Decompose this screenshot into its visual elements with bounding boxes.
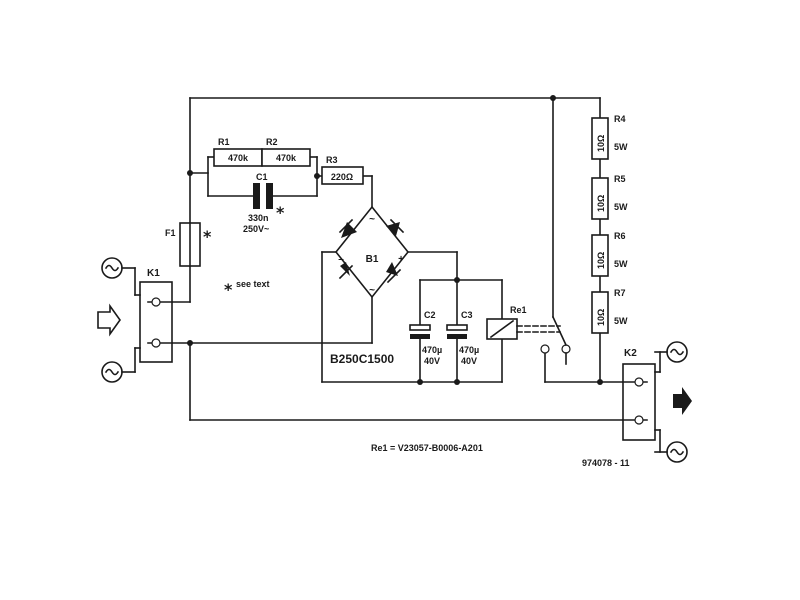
resistor-r6: 10Ω R6 5W: [591, 231, 628, 277]
svg-text:470µ: 470µ: [422, 345, 442, 355]
svg-text:C1: C1: [256, 172, 268, 182]
svg-text:10Ω: 10Ω: [596, 252, 606, 269]
svg-text:R1: R1: [218, 137, 230, 147]
svg-text:B250C1500: B250C1500: [330, 352, 394, 366]
svg-text:~: ~: [369, 285, 375, 296]
svg-text:R4: R4: [614, 114, 626, 124]
svg-text:470k: 470k: [228, 153, 249, 163]
svg-text:R3: R3: [326, 155, 338, 165]
resistor-r2: 470k R2: [261, 137, 311, 167]
relay-part-caption: Re1 = V23057-B0006-A201: [371, 443, 483, 453]
svg-text:R6: R6: [614, 231, 626, 241]
junctions: [187, 95, 603, 385]
figure-number: 974078 - 11: [582, 458, 630, 468]
svg-text:C3: C3: [461, 310, 473, 320]
svg-text:250V~: 250V~: [243, 224, 269, 234]
resistor-r5: 10Ω R5 5W: [591, 174, 628, 220]
resistor-r4: 10Ω R4 5W: [591, 114, 628, 160]
svg-text:+: +: [398, 254, 404, 265]
capacitor-c3: C3 470µ 40V: [446, 310, 479, 366]
svg-text:*: *: [276, 203, 285, 222]
svg-text:K1: K1: [147, 268, 160, 279]
relay-re1: Re1: [486, 305, 571, 365]
svg-text:R5: R5: [614, 174, 626, 184]
resistor-r1: 470k R1: [213, 137, 263, 167]
capacitor-c1: C1 330n 250V~ *: [243, 172, 285, 234]
svg-text:R7: R7: [614, 288, 626, 298]
bridge-rectifier-b1: B1 – + ~ ~ B250C1500: [330, 205, 410, 366]
svg-text:220Ω: 220Ω: [331, 172, 353, 182]
svg-text:470k: 470k: [276, 153, 297, 163]
svg-text:5W: 5W: [614, 202, 628, 212]
svg-text:*: *: [203, 227, 212, 246]
svg-text:470µ: 470µ: [459, 345, 479, 355]
svg-text:*: *: [224, 280, 233, 299]
svg-text:B1: B1: [366, 254, 379, 265]
svg-text:10Ω: 10Ω: [596, 309, 606, 326]
fuse-f1: F1 *: [165, 222, 212, 267]
resistor-r3: 220Ω R3: [321, 155, 364, 185]
resistor-r7: 10Ω R7 5W: [591, 288, 628, 334]
svg-text:5W: 5W: [614, 316, 628, 326]
svg-text:~: ~: [369, 214, 375, 225]
svg-text:R2: R2: [266, 137, 278, 147]
svg-text:330n: 330n: [248, 213, 269, 223]
svg-text:40V: 40V: [424, 356, 440, 366]
svg-text:40V: 40V: [461, 356, 477, 366]
svg-text:K2: K2: [624, 348, 637, 359]
connector-k2: K2: [622, 341, 692, 463]
svg-text:5W: 5W: [614, 142, 628, 152]
svg-text:F1: F1: [165, 228, 176, 238]
see-text-note: * see text: [224, 279, 270, 299]
svg-text:Re1: Re1: [510, 305, 527, 315]
svg-text:see text: see text: [236, 279, 270, 289]
connector-k1: K1: [97, 257, 173, 383]
svg-text:5W: 5W: [614, 259, 628, 269]
svg-text:10Ω: 10Ω: [596, 195, 606, 212]
svg-text:–: –: [338, 254, 344, 265]
capacitor-c2: C2 470µ 40V: [409, 310, 442, 366]
svg-text:10Ω: 10Ω: [596, 135, 606, 152]
svg-text:C2: C2: [424, 310, 436, 320]
